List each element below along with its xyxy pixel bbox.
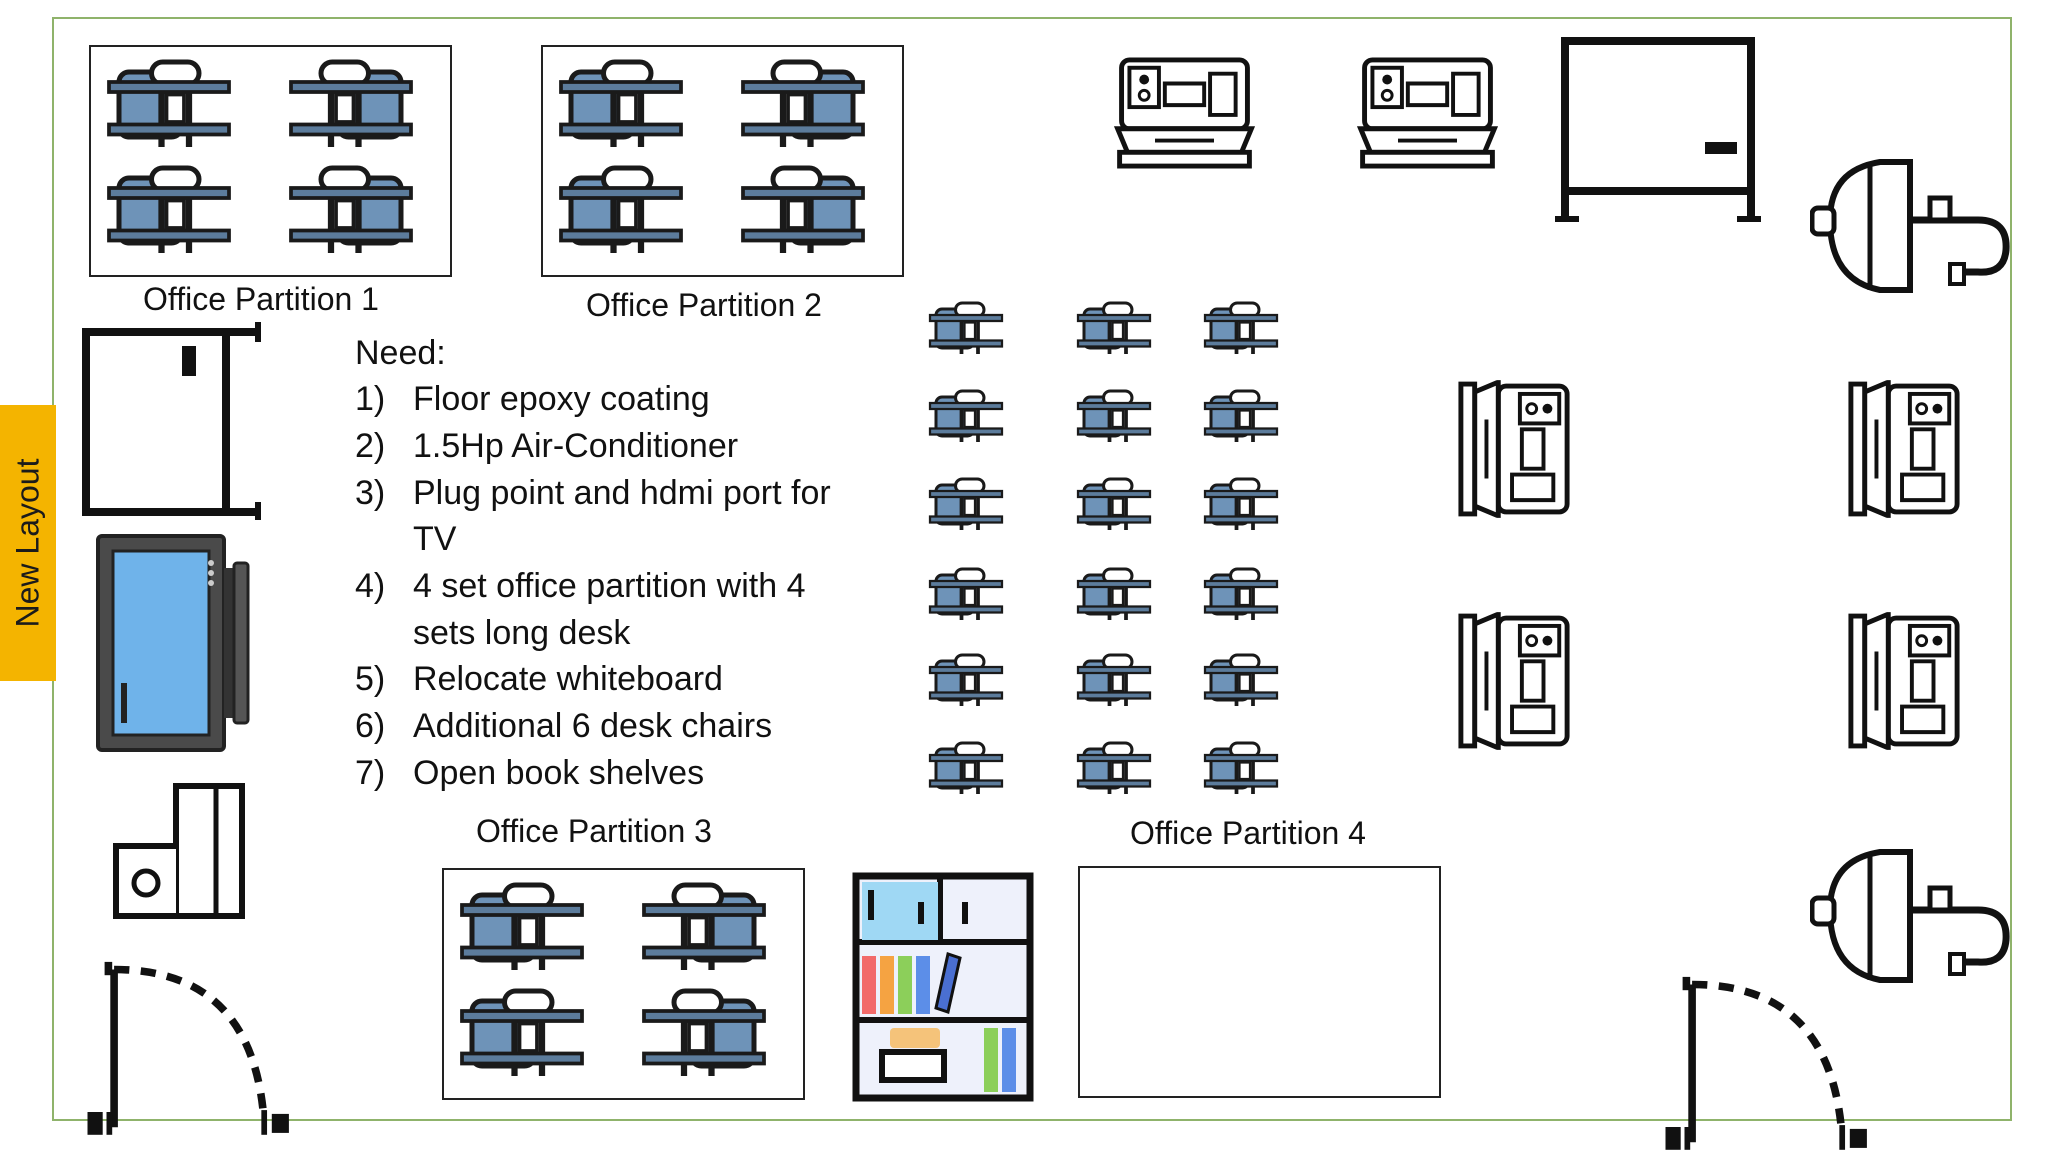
desk-chair-icon[interactable] xyxy=(925,652,1007,712)
office-partition-4-label: Office Partition 4 xyxy=(1130,815,1366,851)
desk-chair-icon xyxy=(99,57,239,157)
sink-icon[interactable] xyxy=(1810,840,2010,990)
needs-item-text: Floor epoxy coating xyxy=(413,380,710,418)
desk-chair-icon xyxy=(99,163,239,263)
desk-chair-icon xyxy=(452,986,592,1086)
desk-chair-icon[interactable] xyxy=(1200,476,1282,536)
new-layout-tab[interactable]: New Layout xyxy=(0,405,56,681)
needs-list: Need: 1) Floor epoxy coating 2) 1.5Hp Ai… xyxy=(355,330,895,800)
desk-chair-icon[interactable] xyxy=(1073,740,1155,800)
door-icon[interactable] xyxy=(72,960,312,1150)
desk-chair-icon xyxy=(452,880,592,980)
desk-chair-icon xyxy=(733,163,873,263)
needs-item-text: Open book shelves xyxy=(413,754,705,792)
office-partition-1-label: Office Partition 1 xyxy=(143,281,379,317)
new-layout-label: New Layout xyxy=(9,458,46,628)
desk-chair-icon[interactable] xyxy=(925,388,1007,448)
desk-chair-icon[interactable] xyxy=(1200,388,1282,448)
desk-chair-icon[interactable] xyxy=(925,476,1007,536)
whiteboard-icon[interactable] xyxy=(1555,36,1765,224)
lathe-machine-icon[interactable] xyxy=(1845,378,1963,520)
needs-item-text: Additional 6 desk chairs xyxy=(413,707,773,745)
office-partition-2[interactable] xyxy=(541,45,904,277)
needs-item-number: 1) xyxy=(355,380,386,418)
bookshelf-icon[interactable] xyxy=(852,872,1034,1102)
needs-item-text: Relocate whiteboard xyxy=(413,660,723,698)
chair-grid xyxy=(925,300,1285,805)
desk-chair-icon[interactable] xyxy=(1073,476,1155,536)
needs-item-text: Plug point and hdmi port for xyxy=(413,474,831,512)
desk-chair-icon[interactable] xyxy=(1073,652,1155,712)
desk-chair-icon[interactable] xyxy=(1073,300,1155,360)
desk-chair-icon[interactable] xyxy=(1073,388,1155,448)
desk-chair-icon xyxy=(551,57,691,157)
needs-item-text: 4 set office partition with 4 xyxy=(413,567,806,605)
needs-item-text: TV xyxy=(413,520,457,558)
desk-chair-icon xyxy=(281,163,421,263)
lathe-machine-icon[interactable] xyxy=(1455,378,1573,520)
desk-chair-icon[interactable] xyxy=(1200,740,1282,800)
desk-chair-icon xyxy=(733,57,873,157)
lathe-machine-icon[interactable] xyxy=(1845,610,1963,752)
office-partition-3-label: Office Partition 3 xyxy=(476,813,712,849)
needs-heading: Need: xyxy=(355,334,446,372)
desk-chair-icon[interactable] xyxy=(925,566,1007,626)
desk-chair-icon xyxy=(551,163,691,263)
lathe-machine-icon[interactable] xyxy=(1112,54,1257,172)
air-conditioner-icon[interactable] xyxy=(112,782,252,922)
sink-icon[interactable] xyxy=(1810,150,2010,300)
needs-item-text: 1.5Hp Air-Conditioner xyxy=(413,427,739,465)
needs-item-number: 5) xyxy=(355,660,386,698)
needs-item-number: 6) xyxy=(355,707,386,745)
office-partition-1[interactable] xyxy=(89,45,452,277)
tv-icon[interactable] xyxy=(95,533,255,755)
desk-chair-icon[interactable] xyxy=(1200,566,1282,626)
office-partition-2-label: Office Partition 2 xyxy=(586,287,822,323)
desk-chair-icon xyxy=(634,880,774,980)
desk-chair-icon[interactable] xyxy=(1200,300,1282,360)
desk-chair-icon xyxy=(281,57,421,157)
needs-item-text: sets long desk xyxy=(413,614,631,652)
lathe-machine-icon[interactable] xyxy=(1355,54,1500,172)
desk-chair-icon[interactable] xyxy=(925,300,1007,360)
desk-chair-icon[interactable] xyxy=(925,740,1007,800)
office-partition-4[interactable] xyxy=(1078,866,1441,1098)
door-icon[interactable] xyxy=(1650,975,1890,1165)
desk-chair-icon[interactable] xyxy=(1073,566,1155,626)
desk-chair-icon[interactable] xyxy=(1200,652,1282,712)
needs-item-number: 2) xyxy=(355,427,386,465)
needs-item-number: 4) xyxy=(355,567,386,605)
needs-item-number: 3) xyxy=(355,474,386,512)
needs-item-number: 7) xyxy=(355,754,386,792)
office-partition-3[interactable] xyxy=(442,868,805,1100)
desk-icon[interactable] xyxy=(80,322,265,522)
desk-chair-icon xyxy=(634,986,774,1086)
lathe-machine-icon[interactable] xyxy=(1455,610,1573,752)
